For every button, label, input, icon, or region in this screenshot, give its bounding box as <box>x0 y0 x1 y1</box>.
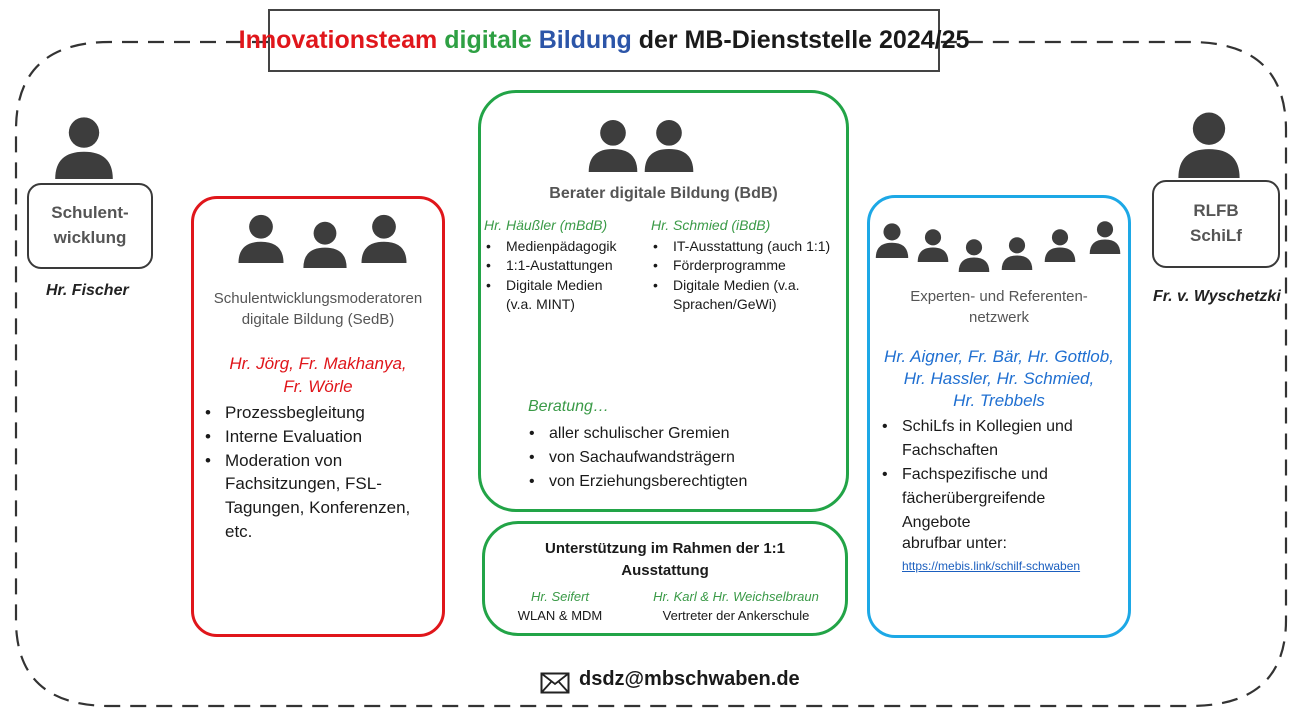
list-item: von Erziehungsberechtigten <box>527 470 827 494</box>
list-item: Fachspezifische und fächerübergreifende … <box>880 463 1092 535</box>
bdb-beratung-list: aller schulischer Gremien von Sachaufwan… <box>527 422 827 494</box>
title-word-bildung: Bildung <box>538 26 632 54</box>
bdb-col2-list: IT-Ausstattung (auch 1:1) Förderprogramm… <box>651 237 847 314</box>
list-item: Medienpädagogik <box>484 237 644 257</box>
box-label-line2: wicklung <box>53 228 127 247</box>
support-name-right: Hr. Karl & Hr. Weichselbraun <box>653 589 819 604</box>
support-name-left: Hr. Seifert <box>530 589 590 604</box>
bdb-heading: Berater digitale Bildung (BdB) <box>549 185 778 202</box>
person-icon <box>1088 220 1122 254</box>
person-icon <box>874 222 910 258</box>
schilf-link[interactable]: https://mebis.link/schilf-schwaben <box>902 559 1081 573</box>
rlfb-schilf-box: RLFB SchiLf <box>1152 180 1280 268</box>
list-item: Interne Evaluation <box>203 425 441 449</box>
list-item: Digitale Medien (v.a. Sprachen/GeWi) <box>651 276 833 315</box>
support-text-right: Vertreter der Ankerschule <box>662 608 810 623</box>
person-icon <box>957 238 991 272</box>
box-label-line1: RLFB <box>1193 201 1239 221</box>
person-icon <box>359 213 409 263</box>
experts-list: SchiLfs in Kollegien und Fachschaften Fa… <box>880 415 1128 535</box>
experts-available-label: abrufbar unter: <box>902 535 1007 552</box>
bdb-beratung-label: Beratung… <box>528 398 609 415</box>
list-item: Prozessbegleitung <box>203 401 441 425</box>
list-item: SchiLfs in Kollegien und Fachschaften <box>880 415 1128 463</box>
experts-names: Hr. Aigner, Fr. Bär, Hr. Gottlob,Hr. Has… <box>884 347 1114 411</box>
support-text-left: WLAN & MDM <box>517 608 603 623</box>
person-icon <box>301 220 349 268</box>
page-title: Innovationsteam digitale Bildung der MB-… <box>239 9 969 72</box>
bdb-name-haeussler: Hr. Häußler (mBdB) <box>484 217 608 233</box>
sedb-names: Hr. Jörg, Fr. Makhanya,Fr. Wörle <box>229 354 407 396</box>
list-item: von Sachaufwandsträgern <box>527 446 827 470</box>
schulentwicklung-box: Schulent-wicklung <box>27 183 153 269</box>
envelope-icon <box>540 672 570 694</box>
sedb-task-list: Prozessbegleitung Interne Evaluation Mod… <box>203 401 441 544</box>
bdb-col1-list: Medienpädagogik 1:1-Austattungen Digital… <box>484 237 644 314</box>
list-item: IT-Ausstattung (auch 1:1) <box>651 237 847 257</box>
person-icon <box>1000 236 1034 270</box>
list-item: Moderation von Fachsitzungen, FSL-Tagung… <box>203 449 437 544</box>
box-label-line1: Schulent- <box>51 203 129 223</box>
title-rest: der MB-Dienststelle 2024/25 <box>638 26 970 54</box>
person-icon <box>236 213 286 263</box>
support-panel <box>482 521 848 636</box>
list-item: Förderprogramme <box>651 256 847 276</box>
experts-heading: Experten- und Referenten-netzwerk <box>910 288 1088 326</box>
person-icon <box>642 118 696 172</box>
title-word-digitale: digitale <box>444 26 532 54</box>
person-icon <box>916 228 950 262</box>
person-icon <box>586 118 640 172</box>
list-item: Digitale Medien (v.a. MINT) <box>484 276 626 315</box>
list-item: aller schulischer Gremien <box>527 422 827 446</box>
person-icon <box>1043 228 1077 262</box>
person-icon <box>1175 110 1243 178</box>
person-icon <box>52 115 116 179</box>
person-name-wyschetzki: Fr. v. Wyschetzki <box>1153 288 1281 305</box>
box-label-line2: SchiLf <box>1190 226 1242 245</box>
title-word-innovationsteam: Innovationsteam <box>238 26 438 54</box>
contact-email[interactable]: dsdz@mbschwaben.de <box>579 668 800 690</box>
person-name-fischer: Hr. Fischer <box>46 282 129 299</box>
list-item: 1:1-Austattungen <box>484 256 644 276</box>
bdb-name-schmied: Hr. Schmied (iBdB) <box>651 217 771 233</box>
